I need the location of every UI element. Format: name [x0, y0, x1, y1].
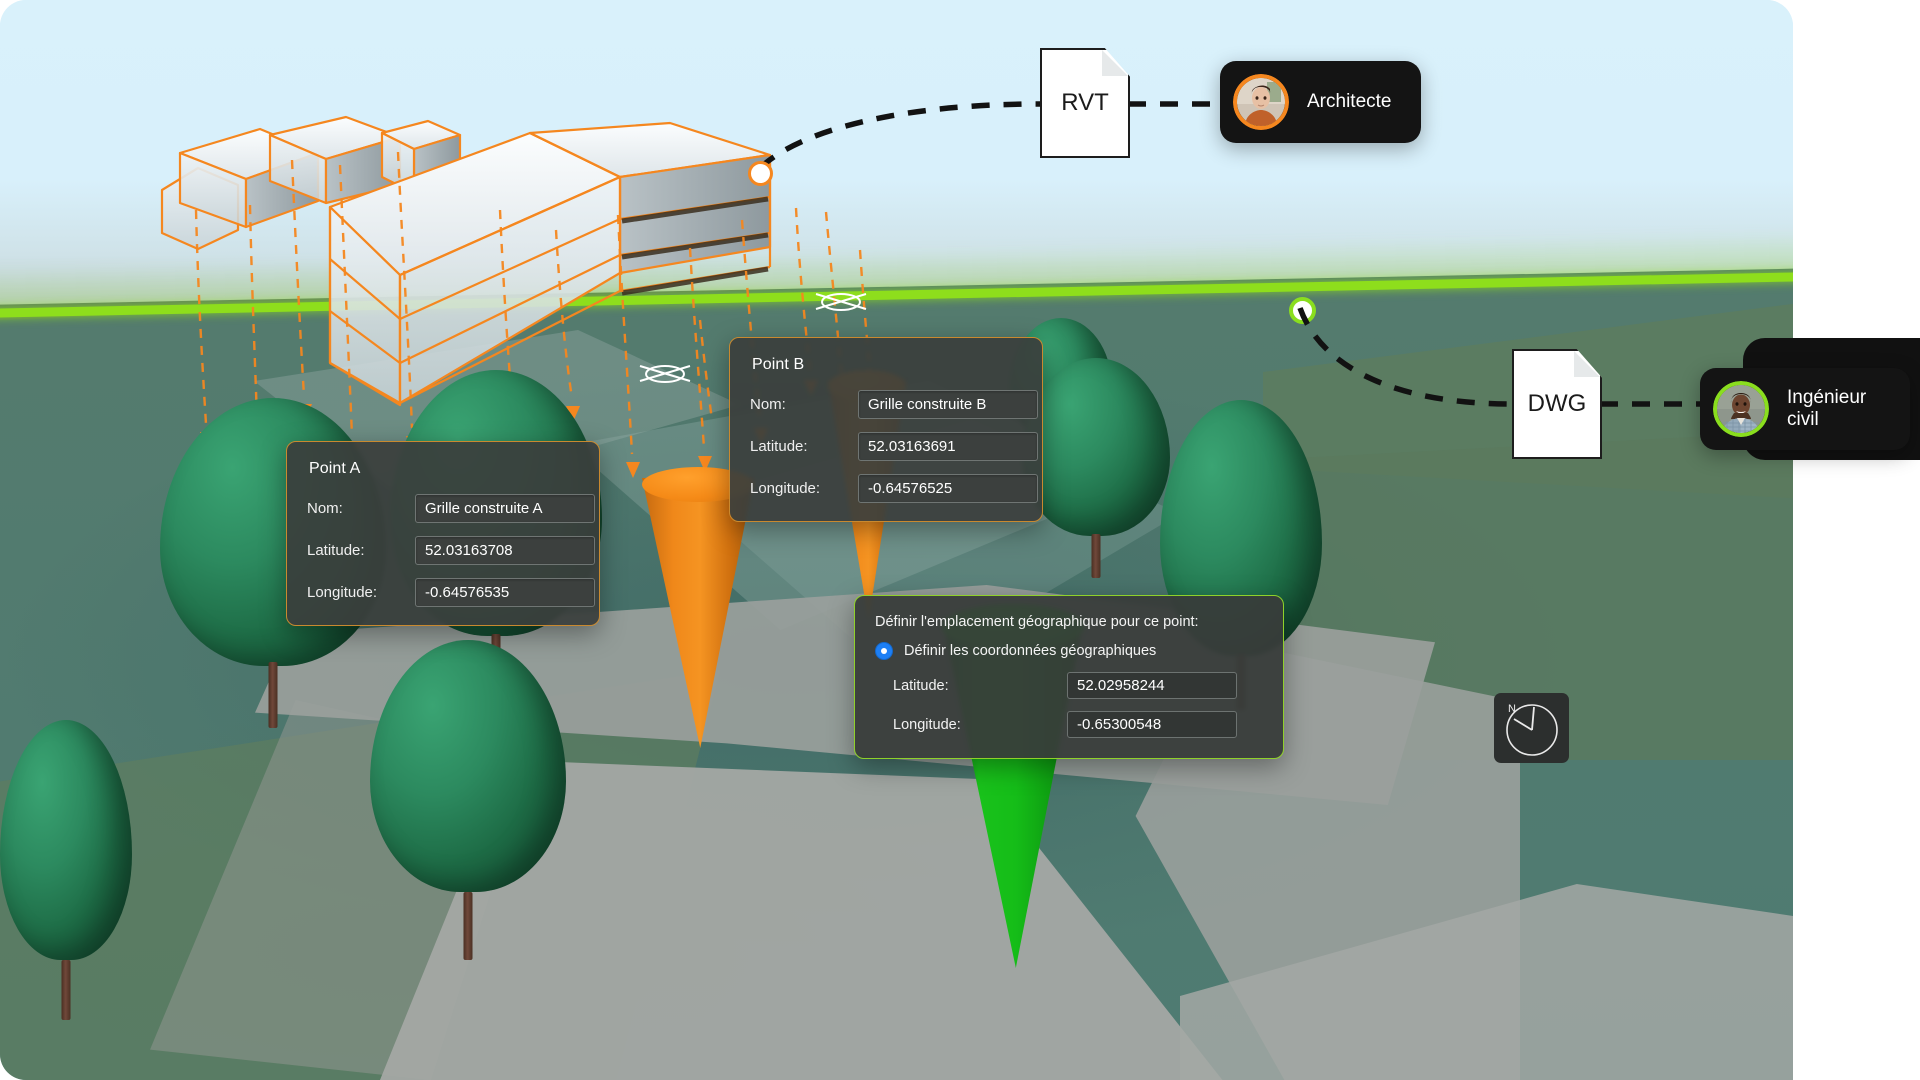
tree [0, 720, 132, 1020]
nom-input[interactable]: Grille construite B [858, 390, 1038, 419]
role-label-line2: civil [1787, 409, 1819, 430]
radio-label: Définir les coordonnées géographiques [904, 643, 1157, 659]
field-row-latitude: Latitude: 52.03163708 [307, 536, 595, 565]
radio-option-define-coordinates[interactable]: Définir les coordonnées géographiques [875, 642, 1263, 660]
field-label: Longitude: [307, 584, 378, 601]
document-card-dwg[interactable]: DWG [1512, 349, 1602, 459]
field-label: Latitude: [307, 542, 365, 559]
field-row-nom: Nom: Grille construite A [307, 494, 595, 523]
latitude-input[interactable]: 52.02958244 [1067, 672, 1237, 699]
compass-widget[interactable]: N [1494, 693, 1569, 763]
field-row-longitude: Longitude: -0.64576525 [750, 474, 1038, 503]
latitude-input[interactable]: 52.03163708 [415, 536, 595, 565]
avatar-ring-green [1713, 381, 1769, 437]
model-anchor-point-orange[interactable] [748, 161, 773, 186]
dialog-title: Définir l'emplacement géographique pour … [875, 614, 1199, 630]
geo-field-row-latitude: Latitude: 52.02958244 [875, 672, 1263, 699]
panel-title: Point A [309, 460, 361, 477]
geo-field-row-longitude: Longitude: -0.65300548 [875, 711, 1263, 738]
point-b-panel[interactable]: Point B Nom: Grille construite B Latitud… [729, 337, 1043, 522]
point-a-panel[interactable]: Point A Nom: Grille construite A Latitud… [286, 441, 600, 626]
document-label: DWG [1527, 390, 1587, 417]
avatar-ring-orange [1233, 74, 1289, 130]
role-label: Ingénieur civil [1787, 387, 1866, 432]
tree [370, 640, 566, 960]
survey-marker-right [812, 288, 870, 314]
panel-title: Point B [752, 356, 805, 373]
longitude-input[interactable]: -0.64576525 [858, 474, 1038, 503]
document-card-rvt[interactable]: RVT [1040, 48, 1130, 158]
field-label: Longitude: [750, 480, 821, 497]
field-row-longitude: Longitude: -0.64576535 [307, 578, 595, 607]
avatar [1713, 381, 1769, 437]
radio-button-icon[interactable] [875, 642, 893, 660]
site-anchor-point-green[interactable] [1289, 297, 1316, 324]
role-label: Architecte [1307, 90, 1392, 112]
nom-input[interactable]: Grille construite A [415, 494, 595, 523]
field-label: Nom: [750, 396, 786, 413]
role-badge-architect[interactable]: Architecte [1220, 61, 1422, 143]
survey-marker-left [636, 360, 694, 386]
field-label: Latitude: [893, 677, 949, 694]
geographic-location-dialog[interactable]: Définir l'emplacement géographique pour … [854, 595, 1284, 759]
longitude-input[interactable]: -0.64576535 [415, 578, 595, 607]
field-label: Latitude: [750, 438, 808, 455]
field-row-latitude: Latitude: 52.03163691 [750, 432, 1038, 461]
latitude-input[interactable]: 52.03163691 [858, 432, 1038, 461]
role-badge-civil-engineer[interactable]: Ingénieur civil [1700, 368, 1911, 450]
longitude-input[interactable]: -0.65300548 [1067, 711, 1237, 738]
role-label-line1: Ingénieur [1787, 386, 1867, 408]
avatar [1233, 74, 1289, 130]
document-label: RVT [1061, 89, 1109, 116]
compass-north-label: N [1508, 703, 1516, 715]
3d-viewport[interactable]: N [0, 0, 1793, 1080]
field-row-nom: Nom: Grille construite B [750, 390, 1038, 419]
field-label: Nom: [307, 500, 343, 517]
tree [1022, 358, 1170, 578]
field-label: Longitude: [893, 716, 961, 733]
